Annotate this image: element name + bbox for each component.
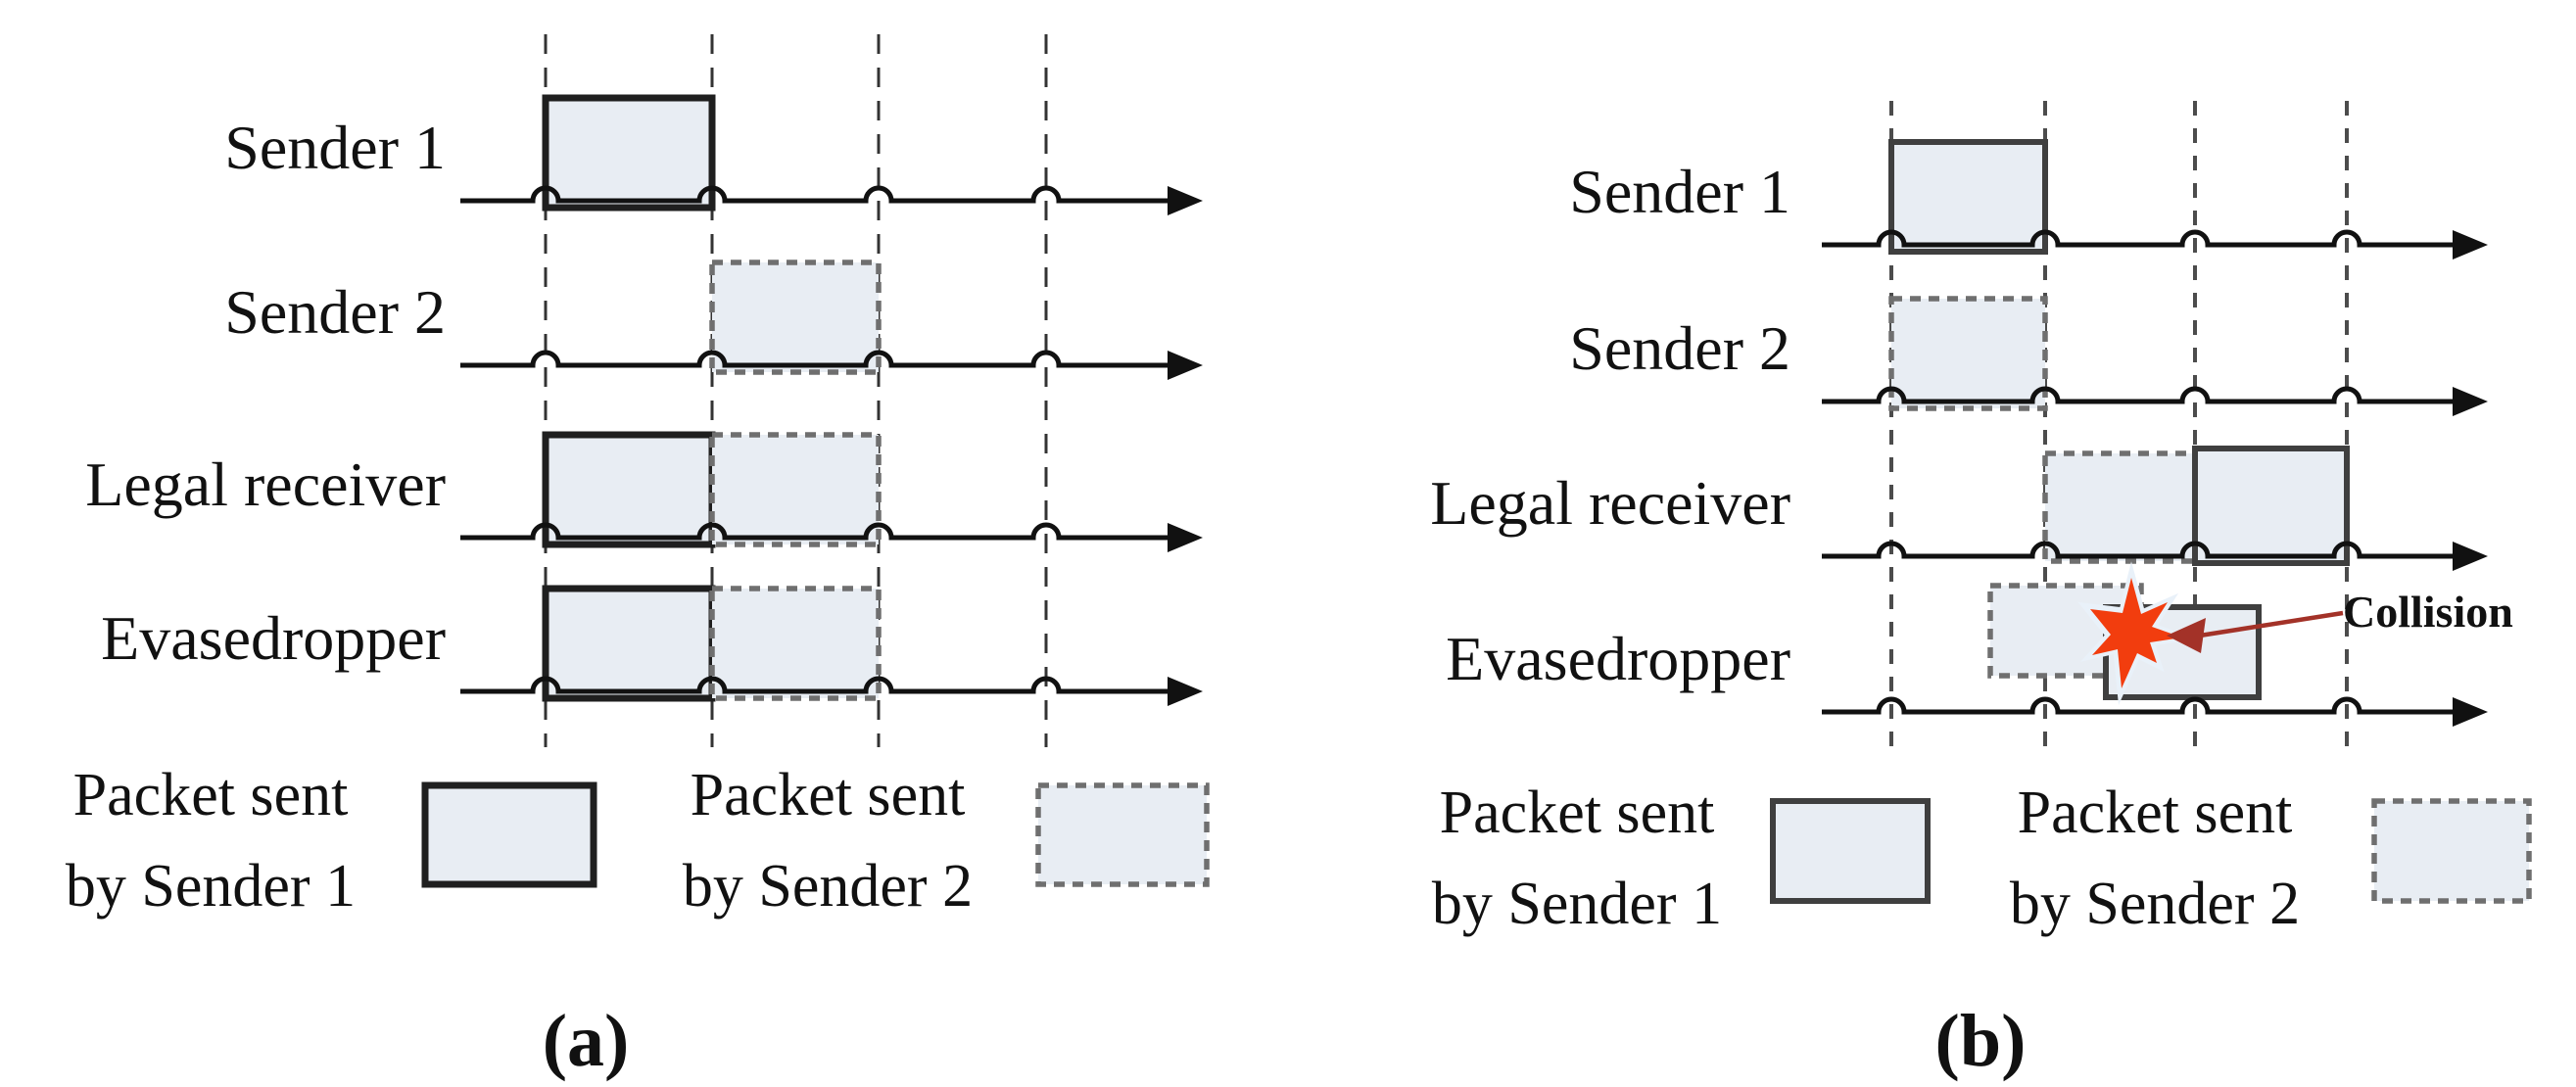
row-label-eavesdropper-a: Evasedropper [101, 603, 446, 673]
legend-text-sender2-a-line2: by Sender 2 [683, 853, 973, 920]
timeline-arrowhead-sender1-b [2453, 230, 2488, 260]
timeline-arrowhead-sender1-a [1168, 186, 1203, 215]
timeline-eavesdropper-b [1822, 696, 2457, 715]
timeline-sender2-a [460, 350, 1171, 368]
timeline-eavesdropper-a [460, 676, 1171, 694]
panel-a: Sender 1 Sender 2 Legal receiver Evasedr… [66, 34, 1210, 1082]
packet-sender2-row-receiver-a [709, 432, 882, 547]
timeline-arrowhead-eavesdropper-a [1168, 677, 1203, 706]
timeline-sender1-b [1822, 229, 2457, 248]
timeline-arrowhead-sender2-a [1168, 351, 1203, 380]
legend-text-sender1-b-l2: by Sender 1 [1432, 871, 1722, 937]
row-label-receiver-b: Legal receiver [1430, 468, 1790, 538]
legend-text-sender1-a: Packet sent [73, 762, 349, 828]
packet-sender1-row-receiver-a [542, 431, 716, 548]
packet-sender1-row-receiver-b [2192, 446, 2350, 566]
legend-text-sender1-a-line1: Packet sent [73, 762, 349, 828]
legend-text-sender1-b: Packet sent [1440, 780, 1715, 846]
row-label-sender1-a: Sender 1 [224, 113, 446, 182]
legend-text-sender2-a-line1: Packet sent [691, 762, 966, 828]
legend-text-sender2-b-line1: Packet sent [2018, 780, 2293, 846]
timeline-arrowhead-receiver-b [2453, 542, 2488, 571]
timeline-receiver-a [460, 522, 1171, 541]
collision-marker [2077, 561, 2198, 706]
packet-sender2-row-receiver-b [2042, 450, 2198, 564]
packet-sender2-row-sender2-a [709, 260, 882, 375]
legend-text-sender1-a-line2: by Sender 1 [66, 853, 356, 920]
panel-b: Collision Sender 1 Sender 2 Legal receiv… [1430, 101, 2532, 1082]
legend-swatch-dashed-a [1035, 782, 1210, 887]
collision-label: Collision [2343, 587, 2513, 637]
timeline-arrowhead-eavesdropper-b [2453, 697, 2488, 727]
legend-text-sender2-b-l2: by Sender 2 [2010, 871, 2300, 937]
timeline-receiver-b [1822, 541, 2457, 559]
packet-sender2-row-sender2-b [1888, 296, 2048, 411]
row-label-eavesdropper-b: Evasedropper [1446, 624, 1790, 693]
row-label-receiver-a: Legal receiver [85, 449, 446, 519]
legend-text-sender1-b-line2: by Sender 1 [1432, 871, 1722, 937]
packet-sender1-row-eavesdropper-a [542, 585, 716, 702]
legend-text-sender2-b: Packet sent [2018, 780, 2293, 846]
packet-sender1-row-sender1-a [542, 94, 716, 212]
row-label-sender2-b: Sender 2 [1569, 313, 1790, 383]
packet-sender1-row-sender1-b [1888, 139, 2048, 255]
legend-swatch-solid-b [1770, 798, 1931, 904]
legend-text-sender2-b-line2: by Sender 2 [2010, 871, 2300, 937]
row-label-sender1-b: Sender 1 [1569, 157, 1790, 226]
legend-swatch-dashed-b [2371, 798, 2532, 904]
packet-sender2-row-eavesdropper-a [709, 586, 882, 701]
legend-text-sender1-b-line1: Packet sent [1440, 780, 1715, 846]
legend-text-sender2-a-l2: by Sender 2 [683, 853, 973, 920]
timeline-arrowhead-sender2-b [2453, 387, 2488, 416]
timeline-sender1-a [460, 185, 1171, 204]
caption-b: (b) [1935, 1000, 2027, 1082]
collision-arrowhead-icon [2167, 618, 2206, 653]
collision-star-icon [2090, 578, 2182, 688]
collision-arrow-line [2199, 610, 2344, 638]
legend-text-sender1-a-l2: by Sender 1 [66, 853, 356, 920]
timeline-arrowhead-receiver-a [1168, 523, 1203, 552]
row-label-sender2-a: Sender 2 [224, 277, 446, 347]
caption-a: (a) [543, 1000, 630, 1082]
legend-swatch-solid-a [421, 781, 597, 888]
legend-text-sender2-a: Packet sent [691, 762, 966, 828]
timeline-sender2-b [1822, 386, 2457, 404]
